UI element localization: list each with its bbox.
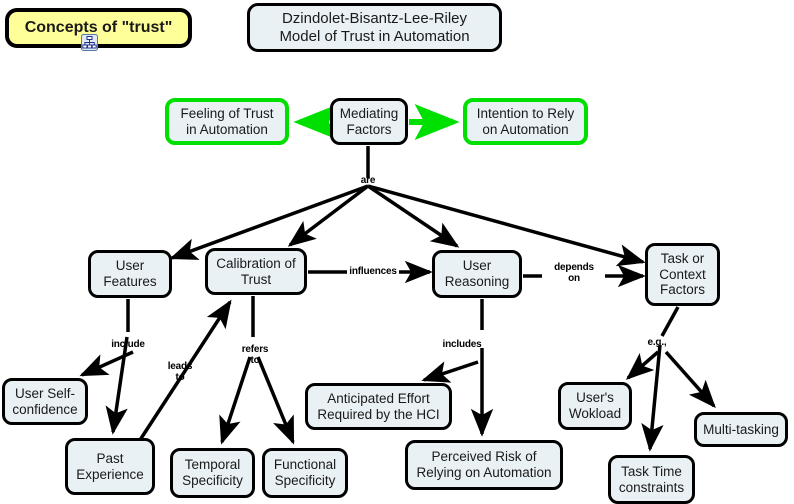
edge-task-context-stem bbox=[660, 306, 680, 337]
node-multi-tasking[interactable]: Multi-tasking bbox=[694, 412, 788, 447]
node-anticipated-line-1: Anticipated Effort bbox=[327, 390, 430, 406]
node-workload-line-2: Wokload bbox=[568, 406, 622, 421]
edge-label-depends-on: depends on bbox=[554, 262, 594, 284]
node-task-context-line-1: Task or bbox=[660, 250, 705, 266]
edge-label-includes: includes bbox=[442, 339, 482, 350]
node-multitasking-line-1: Multi-tasking bbox=[703, 421, 779, 437]
edge-label-leads-to: leads to bbox=[167, 361, 193, 383]
edge-label-influences: influences bbox=[349, 266, 397, 277]
node-task-context-line-3: Factors bbox=[659, 282, 705, 298]
edge-include-to-self-confidence bbox=[79, 350, 134, 377]
node-user-reasoning[interactable]: User Reasoning bbox=[432, 250, 522, 298]
diagram-title: Dzindolet-Bisantz-Lee-Riley Model of Tru… bbox=[247, 3, 502, 52]
node-anticipated-line-2: Required by the HCI bbox=[317, 406, 440, 422]
node-temporal-line-1: Temporal bbox=[184, 457, 241, 473]
edge-includes-to-anticipated bbox=[421, 360, 479, 383]
edge-are-to-user-reasoning bbox=[367, 184, 460, 248]
node-functional-line-1: Functional bbox=[273, 457, 337, 473]
concept-map-icon[interactable] bbox=[81, 34, 98, 51]
node-feeling-of-trust[interactable]: Feeling of Trust in Automation bbox=[165, 98, 289, 145]
edge-user-features-to-past-experience bbox=[105, 336, 129, 435]
node-user-features-line-1: User bbox=[115, 258, 145, 274]
node-calibration-of-trust[interactable]: Calibration of Trust bbox=[205, 248, 307, 295]
node-calibration-line-1: Calibration of bbox=[216, 255, 296, 271]
edge-eg-to-task-time bbox=[641, 344, 664, 452]
node-feeling-line-2: in Automation bbox=[186, 121, 268, 137]
node-perceived-risk-line-2: Relying on Automation bbox=[416, 465, 552, 480]
edge-eg-to-multitasking bbox=[664, 350, 716, 409]
node-workload-line-1: User's bbox=[576, 390, 614, 406]
node-task-context-line-2: Context bbox=[659, 266, 706, 282]
node-perceived-risk-line-1: Perceived Risk of bbox=[431, 449, 537, 465]
edge-refers-to-temporal bbox=[219, 356, 252, 445]
node-self-confidence-line-1: User Self- bbox=[14, 385, 75, 401]
node-temporal-line-2: Specificity bbox=[182, 473, 243, 488]
node-user-features-line-2: Features bbox=[103, 274, 157, 289]
node-anticipated-effort[interactable]: Anticipated Effort Required by the HCI bbox=[305, 383, 452, 430]
node-mediating-factors[interactable]: Mediating Factors bbox=[330, 98, 408, 145]
title-line-1: Dzindolet-Bisantz-Lee-Riley bbox=[281, 9, 468, 27]
node-task-or-context-factors[interactable]: Task or Context Factors bbox=[645, 243, 720, 306]
node-mediating-line-2: Factors bbox=[346, 121, 392, 137]
edge-label-refers-to: refers to bbox=[241, 344, 269, 366]
node-task-time-constraints[interactable]: Task Time constraints bbox=[608, 455, 695, 504]
edge-label-include: include bbox=[111, 339, 145, 350]
node-intention-line-1: Intention to Rely bbox=[476, 105, 575, 121]
edge-label-eg: e.g., bbox=[647, 337, 667, 348]
node-past-experience[interactable]: Past Experience bbox=[65, 438, 155, 495]
header-concepts-of-trust[interactable]: Concepts of "trust" bbox=[5, 8, 192, 48]
node-perceived-risk[interactable]: Perceived Risk of Relying on Automation bbox=[405, 440, 563, 490]
edge-label-are: are bbox=[360, 175, 376, 186]
node-task-time-line-1: Task Time bbox=[621, 463, 682, 479]
node-past-experience-line-2: Experience bbox=[76, 466, 144, 482]
edge-are-to-calibration bbox=[287, 184, 370, 247]
node-self-confidence-line-2: confidence bbox=[12, 401, 78, 417]
node-functional-specificity[interactable]: Functional Specificity bbox=[262, 448, 348, 498]
node-task-time-line-2: constraints bbox=[618, 479, 685, 495]
header-label: Concepts of "trust" bbox=[24, 18, 173, 36]
node-intention-to-rely[interactable]: Intention to Rely on Automation bbox=[463, 98, 588, 145]
node-mediating-line-1: Mediating bbox=[339, 105, 399, 121]
edge-eg-to-workload bbox=[625, 350, 660, 380]
node-feeling-line-1: Feeling of Trust bbox=[180, 105, 274, 121]
title-line-2: Model of Trust in Automation bbox=[279, 27, 470, 45]
node-intention-line-2: on Automation bbox=[482, 121, 569, 137]
edge-refers-to-functional bbox=[256, 356, 295, 445]
node-past-experience-line-1: Past bbox=[96, 450, 124, 466]
node-functional-line-2: Specificity bbox=[274, 473, 336, 488]
node-user-reasoning-line-1: User bbox=[462, 258, 492, 274]
node-user-features[interactable]: User Features bbox=[88, 250, 172, 298]
node-user-reasoning-line-2: Reasoning bbox=[444, 274, 510, 289]
node-users-workload[interactable]: User's Wokload bbox=[558, 382, 632, 430]
node-calibration-line-2: Trust bbox=[240, 271, 272, 287]
node-user-self-confidence[interactable]: User Self- confidence bbox=[2, 378, 88, 425]
node-temporal-specificity[interactable]: Temporal Specificity bbox=[170, 448, 255, 498]
